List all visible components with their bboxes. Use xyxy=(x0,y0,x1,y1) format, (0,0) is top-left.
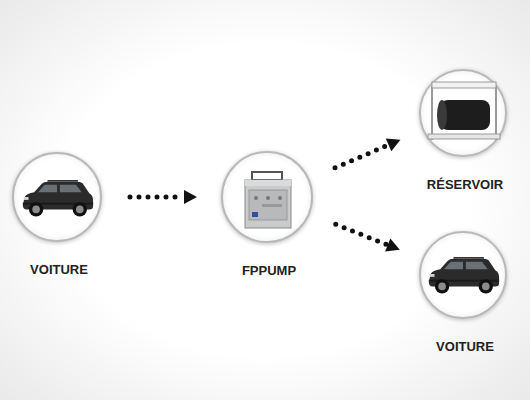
node-label: FPPUMP xyxy=(173,263,365,279)
arrow-head xyxy=(184,190,197,204)
car-illustration xyxy=(23,181,93,217)
car-illustration xyxy=(429,258,499,294)
dotted-line xyxy=(336,224,388,245)
tank-illustration xyxy=(428,82,500,140)
arrow-head xyxy=(386,138,401,151)
node-label: VOITURE xyxy=(0,262,154,278)
node-label: VOITURE xyxy=(371,339,530,355)
dotted-arrow xyxy=(130,190,197,204)
arrow-head xyxy=(385,239,400,252)
dotted-arrow xyxy=(335,138,400,167)
node-label: RÉSERVOIR xyxy=(371,177,530,193)
pump-illustration xyxy=(245,172,291,228)
dotted-line xyxy=(130,195,184,200)
dotted-arrow xyxy=(336,224,400,251)
dotted-line xyxy=(335,145,389,168)
